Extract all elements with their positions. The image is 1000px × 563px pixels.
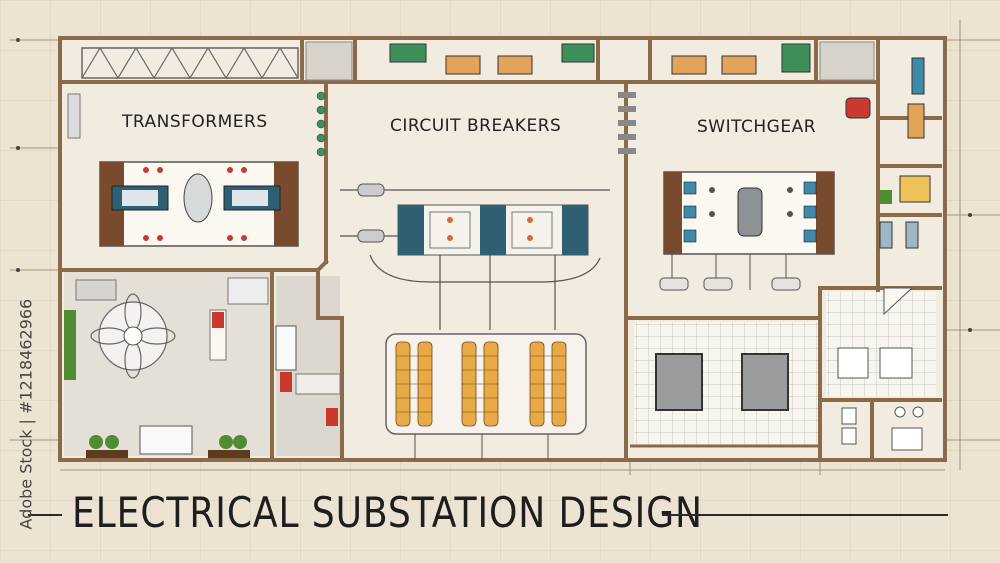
walls xyxy=(58,36,947,462)
room-label-circuit-breakers: CIRCUIT BREAKERS xyxy=(390,116,562,136)
tiled-room-floor-2 xyxy=(826,292,936,396)
battery-room xyxy=(385,333,587,460)
breaker-panels xyxy=(397,204,589,256)
roof-truss xyxy=(81,46,299,80)
fire-extinguisher xyxy=(280,372,292,392)
control-box xyxy=(899,175,931,203)
entry-door xyxy=(139,425,193,455)
fire-extinguisher-2 xyxy=(326,408,338,426)
feeder-terminals xyxy=(659,277,801,291)
door-swing xyxy=(883,287,914,316)
potted-plants xyxy=(86,435,250,458)
transformer-pads xyxy=(655,353,789,411)
wall-cabinet xyxy=(67,93,81,139)
fire-alarm-unit xyxy=(845,97,871,119)
cooling-fan xyxy=(90,293,176,379)
diagram-title: ELECTRICAL SUBSTATION DESIGN xyxy=(72,488,703,537)
meter-panel xyxy=(911,57,925,95)
alarm-panel xyxy=(212,312,224,328)
control-cabinet xyxy=(227,277,269,305)
junction-box xyxy=(907,103,925,139)
control-desk xyxy=(75,279,117,301)
top-equipment-row xyxy=(389,41,875,81)
transformer-bay xyxy=(99,161,299,247)
stock-watermark: Adobe Stock | #1218462966 xyxy=(16,298,36,530)
room-label-transformers: TRANSFORMERS xyxy=(122,112,268,132)
corridor-bench xyxy=(295,373,341,395)
title-rule-right xyxy=(662,514,948,516)
storage-bay xyxy=(305,41,353,81)
insulator-column xyxy=(316,91,326,157)
cable-racks xyxy=(879,221,919,249)
wall-vents xyxy=(618,92,636,154)
breaker-cap xyxy=(357,183,385,197)
room-label-switchgear: SWITCHGEAR xyxy=(697,117,817,137)
indicator-box xyxy=(880,190,892,204)
corridor-door xyxy=(275,325,297,371)
title-rule-left xyxy=(28,514,62,516)
switchgear-unit xyxy=(663,171,835,255)
dimension-dots xyxy=(16,38,972,332)
plant-strip xyxy=(64,310,76,380)
breaker-cap-2 xyxy=(357,229,385,243)
lockers xyxy=(837,347,924,451)
